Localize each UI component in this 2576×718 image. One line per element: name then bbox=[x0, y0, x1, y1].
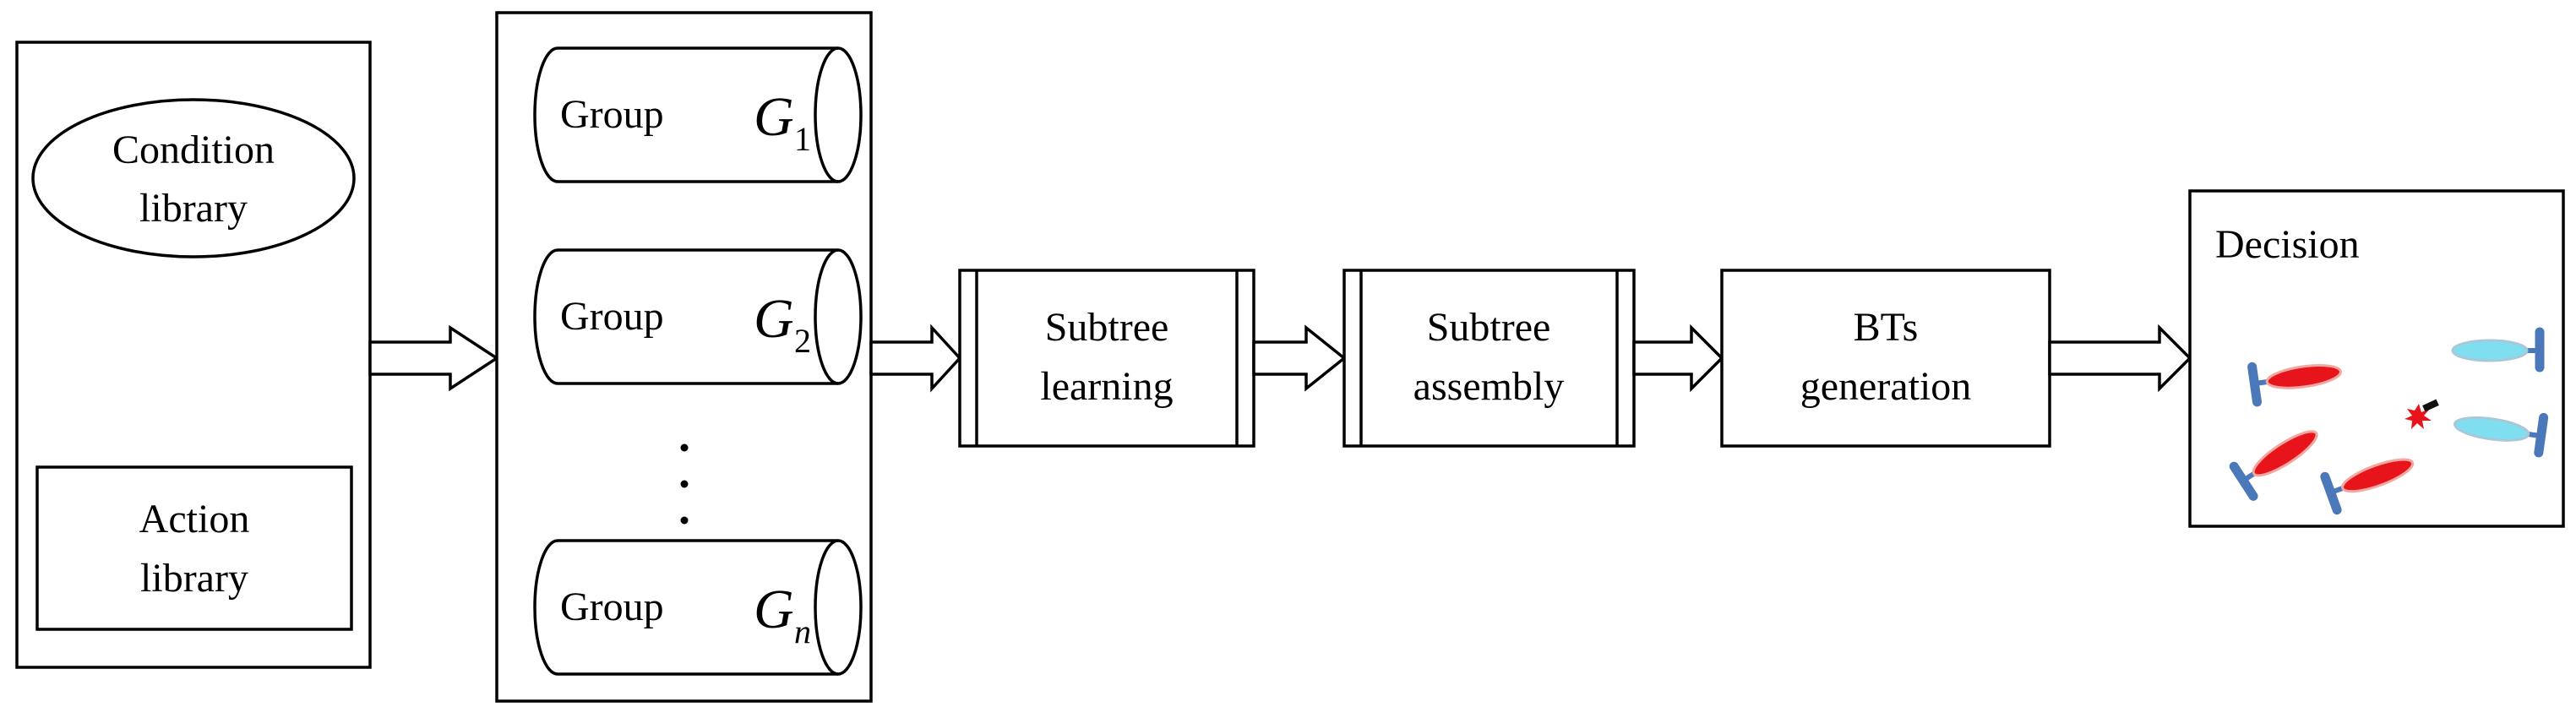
arrow-generation-to-decision bbox=[2048, 324, 2192, 393]
subtree-assembly-line1: Subtree bbox=[1427, 305, 1551, 350]
action-library-line2: library bbox=[140, 556, 248, 601]
action-library bbox=[35, 465, 353, 631]
group-2-sub: 2 bbox=[794, 322, 811, 360]
group-1-label: Group bbox=[560, 92, 664, 137]
group-2-label: Group bbox=[560, 294, 664, 339]
group-1-sub: 1 bbox=[794, 120, 811, 158]
group-2-var: G bbox=[754, 288, 794, 350]
bts-generation-line2: generation bbox=[1800, 364, 1972, 409]
red-agent bbox=[2320, 458, 2415, 515]
decision-title: Decision bbox=[2215, 222, 2360, 267]
arrow-assembly-to-generation bbox=[1632, 324, 1724, 393]
red-agent bbox=[2247, 362, 2342, 407]
blue-agent bbox=[2453, 412, 2549, 458]
subtree-assembly-box bbox=[1342, 269, 1636, 448]
condition-library-line1: Condition bbox=[112, 128, 275, 172]
arrow-groups-to-learning bbox=[869, 324, 962, 393]
condition-library bbox=[31, 98, 356, 258]
group-2-cylinder bbox=[533, 248, 863, 385]
action-library-line1: Action bbox=[139, 497, 250, 541]
arrow-learning-to-assembly bbox=[1252, 324, 1347, 392]
subtree-learning-line1: Subtree bbox=[1045, 305, 1169, 350]
group-1-cylinder bbox=[533, 46, 863, 183]
group-n-label: Group bbox=[560, 585, 664, 629]
ellipsis bbox=[680, 443, 689, 525]
arrow-library-to-groups bbox=[368, 324, 500, 392]
subtree-learning-line2: learning bbox=[1040, 364, 1173, 409]
blue-agent bbox=[2451, 327, 2545, 373]
battle-scene bbox=[2229, 327, 2549, 515]
group-1-var: G bbox=[754, 86, 794, 148]
condition-library-line2: library bbox=[139, 186, 248, 231]
group-n-cylinder bbox=[533, 539, 863, 676]
group-n-sub: n bbox=[794, 612, 811, 650]
subtree-learning-box bbox=[958, 269, 1255, 448]
explosion-icon bbox=[2404, 399, 2439, 429]
red-agent bbox=[2229, 430, 2318, 501]
bts-generation-box bbox=[1720, 269, 2051, 448]
group-n-var: G bbox=[754, 579, 794, 640]
bts-generation-line1: BTs bbox=[1854, 305, 1919, 350]
subtree-assembly-line2: assembly bbox=[1413, 364, 1565, 409]
